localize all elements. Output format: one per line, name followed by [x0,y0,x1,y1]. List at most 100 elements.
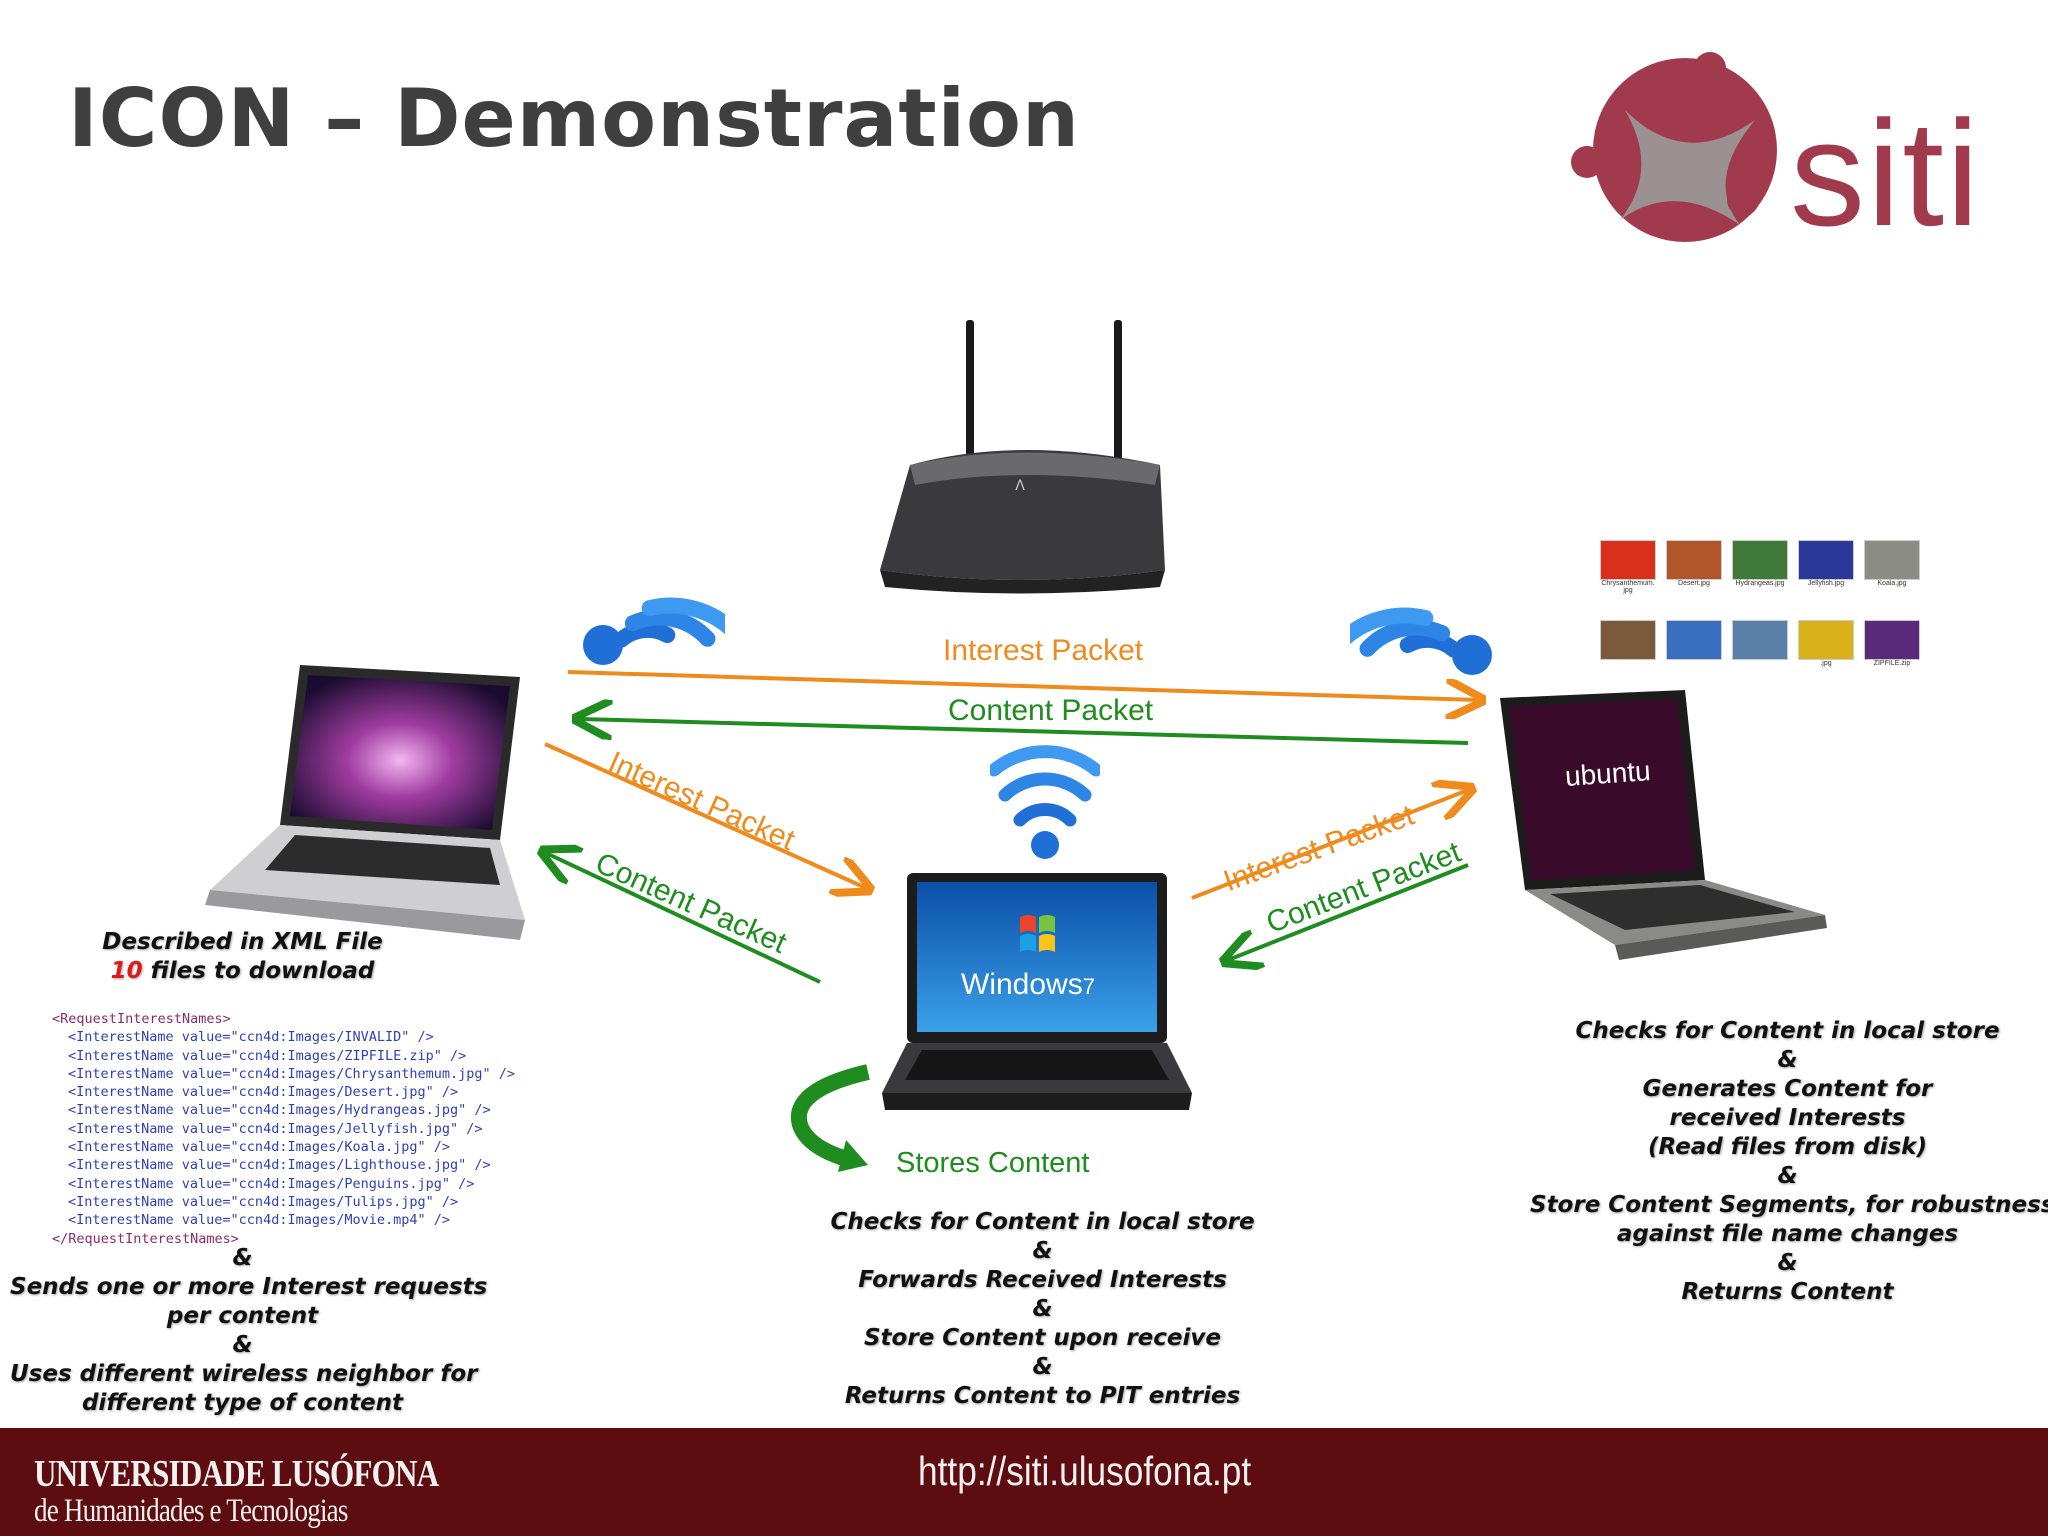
logo-text: siti [1790,89,1982,257]
siti-logo [1571,52,1777,242]
left-desc-after-line: & [232,1332,253,1358]
thumbnail-label: .jpg [1820,660,1832,667]
xml-line: <InterestName value="ccn4d:Images/Jellyf… [68,1120,483,1137]
image-file-thumbnail[interactable]: ZIPFILE.zip [1864,620,1920,667]
thumbnail-label: Hydrangeas.jpg [1735,580,1785,587]
xml-line: <InterestName value="ccn4d:Images/ZIPFIL… [68,1047,467,1064]
thumbnail-image [1732,540,1788,580]
wifi-icon-right [1350,607,1492,675]
center-desc-line: & [1032,1296,1053,1322]
right-desc-line: Checks for Content in local store [1575,1018,2000,1044]
thumbnail-image [1798,620,1854,660]
left-desc-after-line: different type of content [81,1390,404,1416]
footer-url-link[interactable]: http://siti.ulusofona.pt [918,1448,1252,1494]
university-subtitle: de Humanidades e Tecnologias [34,1493,348,1529]
center-desc-line: & [1032,1238,1053,1264]
right-desc-line: Generates Content for [1642,1076,1933,1102]
right-desc-line: & [1777,1250,1798,1276]
thumbnail-image [1666,540,1722,580]
image-file-thumbnail[interactable]: Chrysanthemum. jpg [1600,540,1656,594]
top-interest-arrow [567,670,1478,700]
center-desc-line: & [1032,1354,1053,1380]
center-description: Checks for Content in local store & Forwar… [820,1208,1265,1411]
thumbnail-image [1732,620,1788,660]
top-content-arrow [580,719,1469,745]
xml-line: <InterestName value="ccn4d:Images/Hydran… [68,1102,491,1119]
left-desc-line1: Described in XML File [102,929,383,955]
right-content-arrow [1228,863,1469,960]
thumbnail-label: Koala.jpg [1877,580,1907,587]
xml-line: <RequestInterestNames> [52,1011,231,1027]
thumbnail-label: Jellyfish.jpg [1807,580,1845,587]
wifi-icon-left [583,597,725,665]
image-file-thumbnail[interactable]: Desert.jpg [1666,540,1722,587]
right-desc-line: received Interests [1669,1105,1906,1131]
thumbnail-image [1666,620,1722,660]
router-icon: Λ [880,320,1165,594]
xml-line: <InterestName value="ccn4d:Images/Tulips… [68,1193,459,1210]
center-desc-line: Checks for Content in local store [830,1209,1255,1235]
thumbnail-label: Desert.jpg [1678,580,1710,587]
thumbnail-image [1600,540,1656,580]
xml-line: <InterestName value="ccn4d:Images/INVALI… [68,1029,434,1046]
right-description: Checks for Content in local store & Genera… [1530,1017,2048,1307]
left-desc-after-line: per content [166,1303,319,1329]
center-desc-line: Forwards Received Interests [858,1267,1227,1293]
thumbnail-image [1600,620,1656,660]
thumbnail-image [1798,540,1854,580]
image-file-thumbnail[interactable]: Hydrangeas.jpg [1732,540,1788,587]
left-description-bottom: & Sends one or more Interest requests per … [10,1244,488,1418]
image-file-thumbnail[interactable] [1732,620,1788,660]
label-top-interest: Interest Packet [943,634,1144,667]
image-file-thumbnail[interactable] [1600,620,1656,660]
left-desc-after-line: Sends one or more Interest requests [10,1274,488,1300]
xml-line: <InterestName value="ccn4d:Images/Chrysa… [68,1065,516,1082]
right-desc-line: & [1777,1163,1798,1189]
label-top-content: Content Packet [948,694,1154,727]
svg-text:Λ: Λ [1015,478,1025,494]
image-file-thumbnail[interactable]: Koala.jpg [1864,540,1920,587]
windows-screen-version: 7 [1082,974,1095,999]
xml-file-listing: <RequestInterestNames> <InterestName valu… [52,1010,515,1248]
center-desc-line: Returns Content to PIT entries [844,1383,1241,1409]
thumbnail-image [1864,620,1920,660]
windows-laptop: Windows7 [877,868,1197,1118]
stores-arrow [790,1064,870,1168]
thumbnail-image [1864,540,1920,580]
left-desc-after-line: & [232,1245,253,1271]
left-description-top: Described in XML File 10 files to downlo… [40,928,445,986]
windows-screen-text: Windows [961,968,1083,1001]
left-desc-after-line: Uses different wireless neighbor for [10,1361,478,1387]
xml-line: <InterestName value="ccn4d:Images/Lighth… [68,1157,491,1174]
xml-line: <InterestName value="ccn4d:Images/Koala.… [68,1139,451,1156]
left-desc-line2: files to download [142,958,375,984]
right-desc-line: (Read files from disk) [1648,1134,1927,1160]
footer-bar [0,1428,2048,1536]
right-desc-line: against file name changes [1616,1221,1959,1247]
center-desc-line: Store Content upon receive [863,1325,1221,1351]
ubuntu-laptop: ubuntu [1495,690,1830,965]
xml-line: <InterestName value="ccn4d:Images/Desert… [68,1084,459,1101]
thumbnail-label: ZIPFILE.zip [1873,660,1911,667]
file-count: 10 [110,958,143,984]
xml-line: <InterestName value="ccn4d:Images/Pengui… [68,1175,475,1192]
thumbnail-label: Chrysanthemum. jpg [1601,580,1655,594]
macbook-icon [205,665,525,940]
page-title: ICON – Demonstration [68,72,1080,165]
image-file-thumbnail[interactable] [1666,620,1722,660]
left-content-arrow [546,853,821,984]
xml-line: </RequestInterestNames> [52,1230,239,1247]
right-interest-arrow [1191,790,1468,900]
xml-line: <InterestName value="ccn4d:Images/Movie.… [68,1212,451,1229]
wifi-icon-center [990,745,1100,859]
image-file-thumbnail[interactable]: Jellyfish.jpg [1798,540,1854,587]
right-desc-line: Returns Content [1681,1279,1894,1305]
label-stores-content: Stores Content [896,1147,1090,1179]
right-desc-line: & [1777,1047,1798,1073]
left-interest-arrow [544,742,866,888]
university-name: UNIVERSIDADE LUSÓFONA [34,1453,439,1495]
image-files-panel: Chrysanthemum. jpg Desert.jpg Hydrangeas.j… [1600,540,1930,675]
right-desc-line: Store Content Segments, for robustness [1530,1192,2048,1218]
image-file-thumbnail[interactable]: .jpg [1798,620,1854,667]
